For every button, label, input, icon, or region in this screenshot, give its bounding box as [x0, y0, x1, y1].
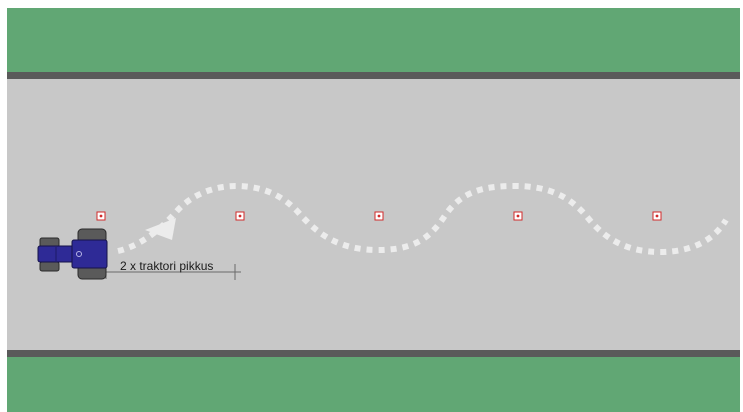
cone-marker-4-icon	[514, 212, 522, 220]
cone-marker-dot	[517, 215, 520, 218]
road-edge-top	[7, 72, 740, 79]
cone-marker-2-icon	[236, 212, 244, 220]
grass-bottom	[7, 357, 740, 412]
cone-marker-dot	[656, 215, 659, 218]
tractor-front-wheel-bottom	[40, 262, 59, 271]
measurement-label: 2 x traktori pikkus	[120, 259, 213, 273]
cone-marker-dot	[100, 215, 103, 218]
cone-marker-dot	[378, 215, 381, 218]
road-edge-bottom	[7, 350, 740, 357]
grass-top	[7, 8, 740, 72]
cone-marker-1-icon	[97, 212, 105, 220]
cone-marker-dot	[239, 215, 242, 218]
cone-marker-3-icon	[375, 212, 383, 220]
cone-marker-5-icon	[653, 212, 661, 220]
road-surface	[7, 78, 740, 351]
tractor-cabin	[72, 240, 107, 268]
